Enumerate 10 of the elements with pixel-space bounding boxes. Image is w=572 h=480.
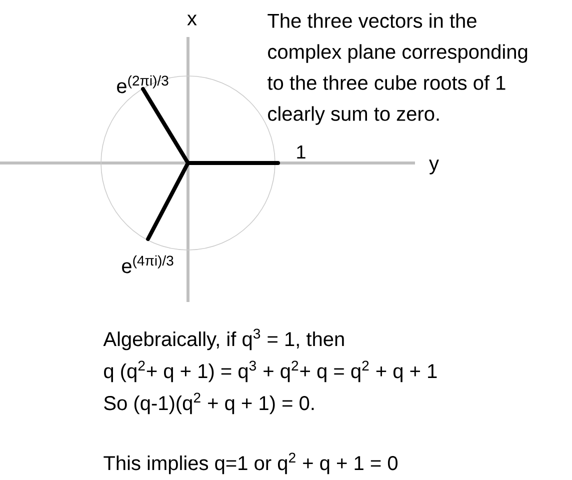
vector-label: e$^{(2πi)/3}$ bbox=[117, 75, 168, 94]
description-text: The three vectors in the complex plane corresponding to the three cube roots of 1 clearly sum to zero. bbox=[268, 13, 528, 125]
axis-label: x bbox=[187, 14, 197, 26]
axis-label: y bbox=[429, 160, 439, 174]
equation-text: This implies q=1 or q$^{2}$ + q + 1 = 0 bbox=[104, 452, 398, 474]
vector-label: e$^{(4πi)/3}$ bbox=[122, 255, 174, 274]
equation-text: q (q$^{2}$+ q + 1) = q$^{3}$ + q$^{2}$+ q = q$^{2}$ + q + 1 bbox=[104, 360, 437, 382]
equation-text: So (q-1)(q$^{2}$ + q + 1) = 0. bbox=[104, 392, 314, 414]
equation-text: Algebraically, if q$^{3}$ = 1, then bbox=[103, 328, 344, 350]
vector-label: 1 bbox=[297, 145, 306, 159]
